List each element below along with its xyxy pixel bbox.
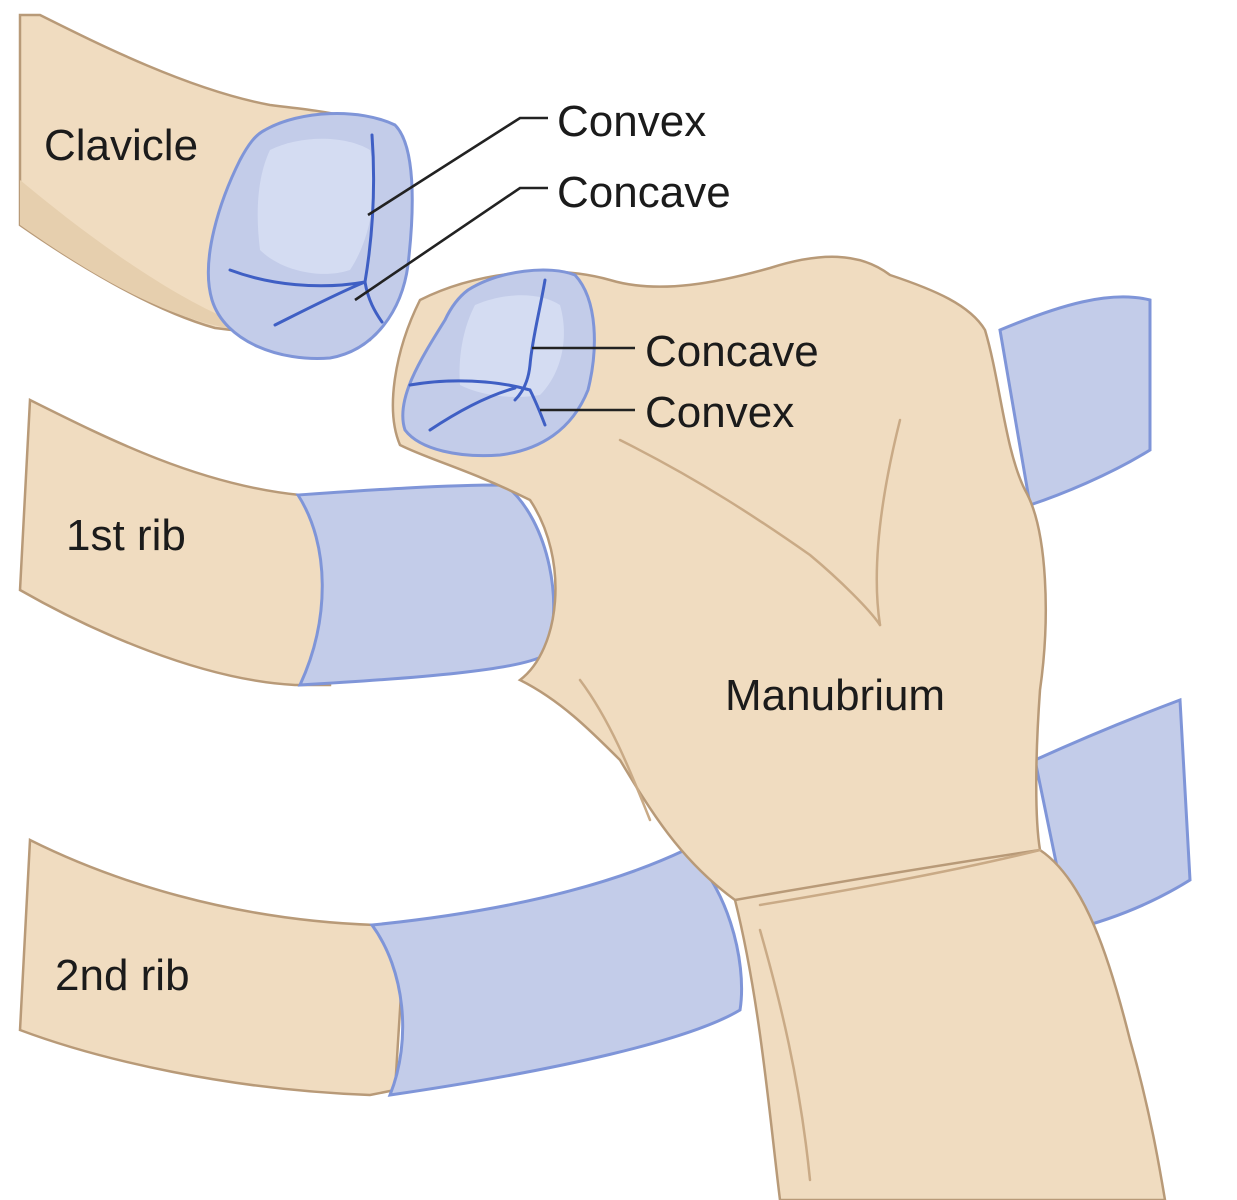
- first-rib: [18, 398, 556, 687]
- manubrium-convex-curve: [408, 379, 547, 432]
- leader-clavicle-convex: [367, 116, 548, 217]
- clavicle-articular-surface: [206, 112, 414, 360]
- label-second-rib: 2nd rib: [55, 951, 190, 1000]
- label-clavicle: Clavicle: [44, 121, 198, 170]
- clavicle-concave-curve: [228, 268, 366, 327]
- label-first-rib: 1st rib: [66, 511, 186, 560]
- clavicle-convex-curve: [363, 133, 384, 324]
- label-manubrium-convex: Convex: [645, 388, 794, 437]
- label-clavicle-convex: Convex: [557, 97, 706, 146]
- leader-clavicle-concave: [354, 186, 548, 302]
- label-clavicle-concave: Concave: [557, 168, 731, 217]
- posterior-rib-upper: [998, 295, 1152, 507]
- label-manubrium: Manubrium: [725, 671, 945, 720]
- manubrium-concave-curve: [513, 278, 547, 402]
- posterior-rib-lower: [1033, 697, 1192, 932]
- leader-lines: [354, 116, 635, 412]
- second-rib: [18, 838, 744, 1097]
- label-manubrium-concave: Concave: [645, 327, 819, 376]
